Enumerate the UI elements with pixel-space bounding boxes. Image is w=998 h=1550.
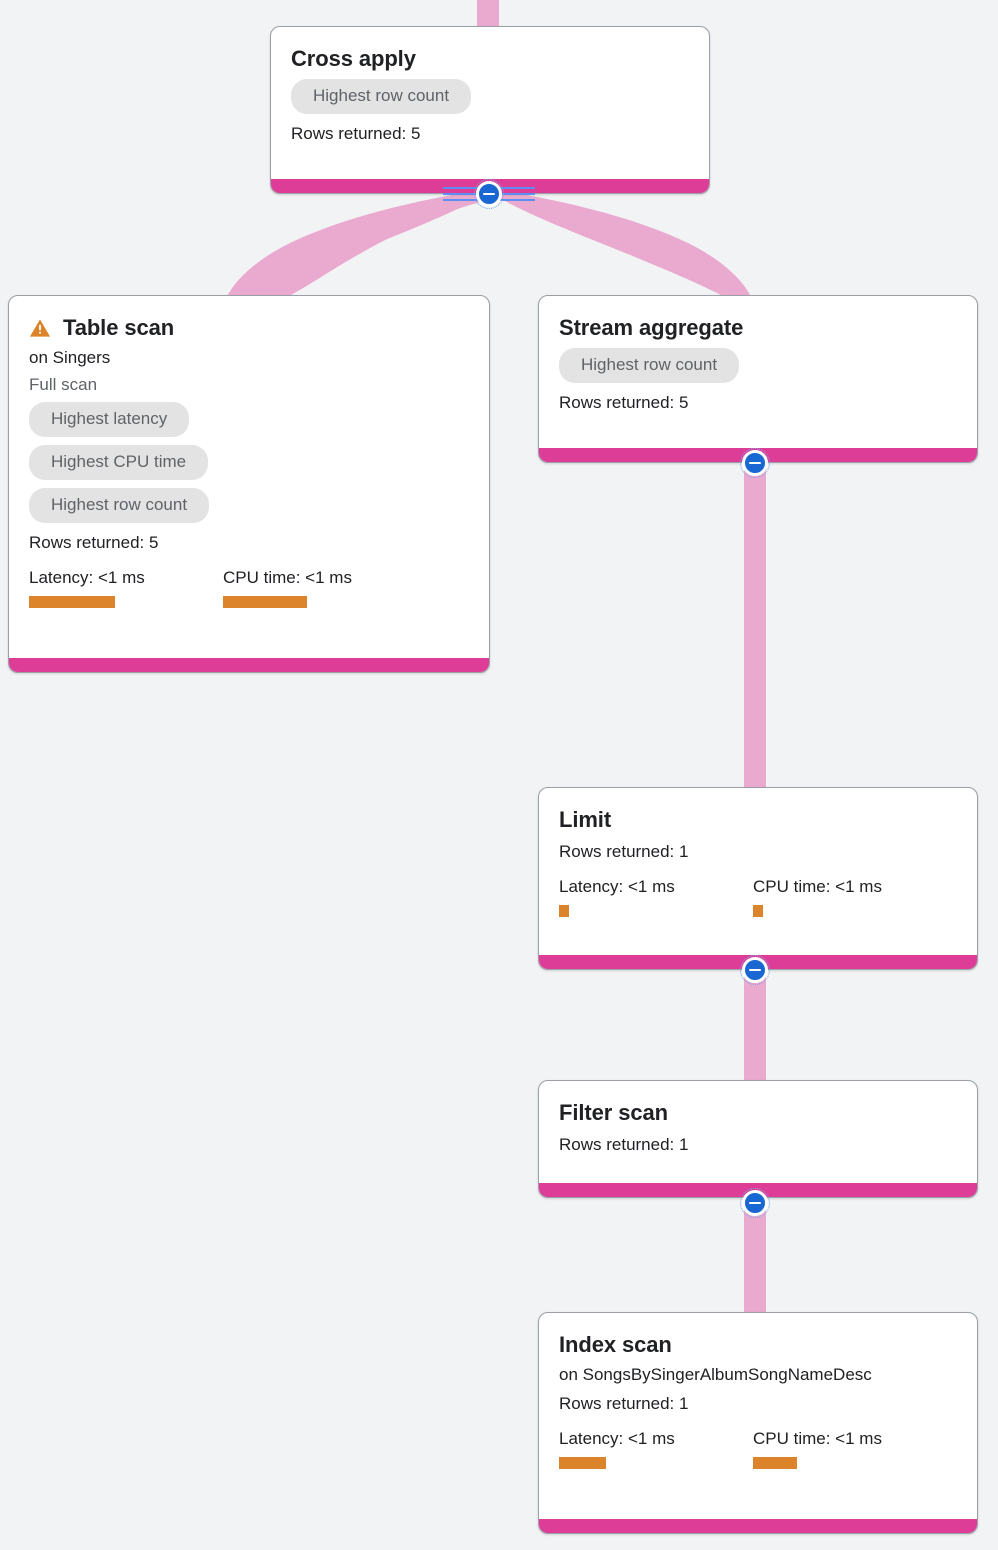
edge-crossapply-to-tablescan-band [222,190,489,303]
collapse-toggle-stream-aggregate[interactable] [740,448,770,478]
node-scan-type: Full scan [29,375,98,394]
metric-latency: Latency: <1 ms [29,567,223,608]
node-title-row: Stream aggregate [559,314,743,342]
metric-cpu-time-label: CPU time: <1 ms [753,877,882,896]
node-table-scan[interactable]: Table scan on Singers Full scan Highest … [8,295,490,673]
node-body: Filter scan Rows returned: 1 [539,1081,977,1183]
node-filter-scan[interactable]: Filter scan Rows returned: 1 [538,1080,978,1198]
node-rows-returned: Rows returned: 5 [291,124,421,143]
node-rows-returned: Rows returned: 5 [29,533,159,552]
node-rows-returned: Rows returned: 1 [559,1135,689,1154]
node-subtitle: on SongsBySingerAlbumSongNameDesc [559,1365,872,1384]
node-chip-highest-row-count: Highest row count [29,488,210,523]
node-subtitle: on Singers [29,348,111,367]
edge-crossapply-to-tablescan [225,192,487,302]
metric-latency: Latency: <1 ms [559,876,753,917]
minus-icon [749,968,761,972]
node-metrics: Latency: <1 ms CPU time: <1 ms [29,567,469,608]
node-title: Filter scan [559,1100,668,1125]
node-title: Index scan [559,1332,672,1357]
node-body: Index scan on SongsBySingerAlbumSongName… [539,1313,977,1519]
node-body: Stream aggregate Highest row count Rows … [539,296,977,448]
node-title-row: Index scan [559,1331,672,1359]
metric-cpu-time: CPU time: <1 ms [753,876,882,917]
metric-cpu-time-label: CPU time: <1 ms [753,1429,882,1448]
node-metrics: Latency: <1 ms CPU time: <1 ms [559,1428,957,1469]
minus-icon [749,1201,761,1205]
node-index-scan[interactable]: Index scan on SongsBySingerAlbumSongName… [538,1312,978,1534]
metric-cpu-time-bar [753,905,763,917]
node-accent-bar [539,1519,977,1533]
node-title: Table scan [63,315,175,340]
collapse-toggle-limit[interactable] [740,955,770,985]
node-cross-apply[interactable]: Cross apply Highest row count Rows retur… [270,26,710,194]
collapse-toggle-cross-apply[interactable] [474,179,504,209]
node-body: Cross apply Highest row count Rows retur… [271,27,709,179]
metric-latency-label: Latency: <1 ms [559,1429,675,1448]
metric-cpu-time-bar [223,596,307,608]
metric-cpu-time: CPU time: <1 ms [223,567,352,608]
node-chip-highest-latency: Highest latency [29,402,190,437]
node-limit[interactable]: Limit Rows returned: 1 Latency: <1 ms CP… [538,787,978,970]
node-rows-returned: Rows returned: 1 [559,1394,689,1413]
node-chip-highest-row-count: Highest row count [291,79,472,114]
node-body: Table scan on Singers Full scan Highest … [9,296,489,658]
node-title-row: Filter scan [559,1099,668,1127]
edge-streamaggregate-to-limit [744,460,766,790]
node-chip-highest-row-count: Highest row count [559,348,740,383]
node-rows-returned: Rows returned: 1 [559,842,689,861]
node-stream-aggregate[interactable]: Stream aggregate Highest row count Rows … [538,295,978,463]
metric-cpu-time-label: CPU time: <1 ms [223,568,352,587]
metric-latency-label: Latency: <1 ms [559,877,675,896]
edge-crossapply-to-streamaggregate-thick [489,189,753,302]
collapse-toggle-filter-scan[interactable] [740,1188,770,1218]
metric-latency-label: Latency: <1 ms [29,568,145,587]
node-chip-highest-cpu-time: Highest CPU time [29,445,209,480]
metric-latency-bar [29,596,115,608]
metric-cpu-time-bar [753,1457,797,1469]
node-title: Stream aggregate [559,315,744,340]
metric-latency-bar [559,1457,606,1469]
edge-crossapply-to-tablescan-thick [225,189,489,302]
node-rows-returned: Rows returned: 5 [559,393,689,412]
node-body: Limit Rows returned: 1 Latency: <1 ms CP… [539,788,977,955]
minus-icon [749,461,761,465]
node-title: Cross apply [291,46,416,71]
node-title-row: Table scan [29,314,174,342]
node-title: Limit [559,807,612,832]
node-title-row: Cross apply [291,45,416,73]
metric-latency-bar [559,905,569,917]
metric-latency: Latency: <1 ms [559,1428,753,1469]
minus-icon [483,192,495,196]
node-accent-bar [9,658,489,672]
node-metrics: Latency: <1 ms CPU time: <1 ms [559,876,957,917]
node-title-row: Limit [559,806,611,834]
metric-cpu-time: CPU time: <1 ms [753,1428,882,1469]
warning-icon [29,319,51,337]
